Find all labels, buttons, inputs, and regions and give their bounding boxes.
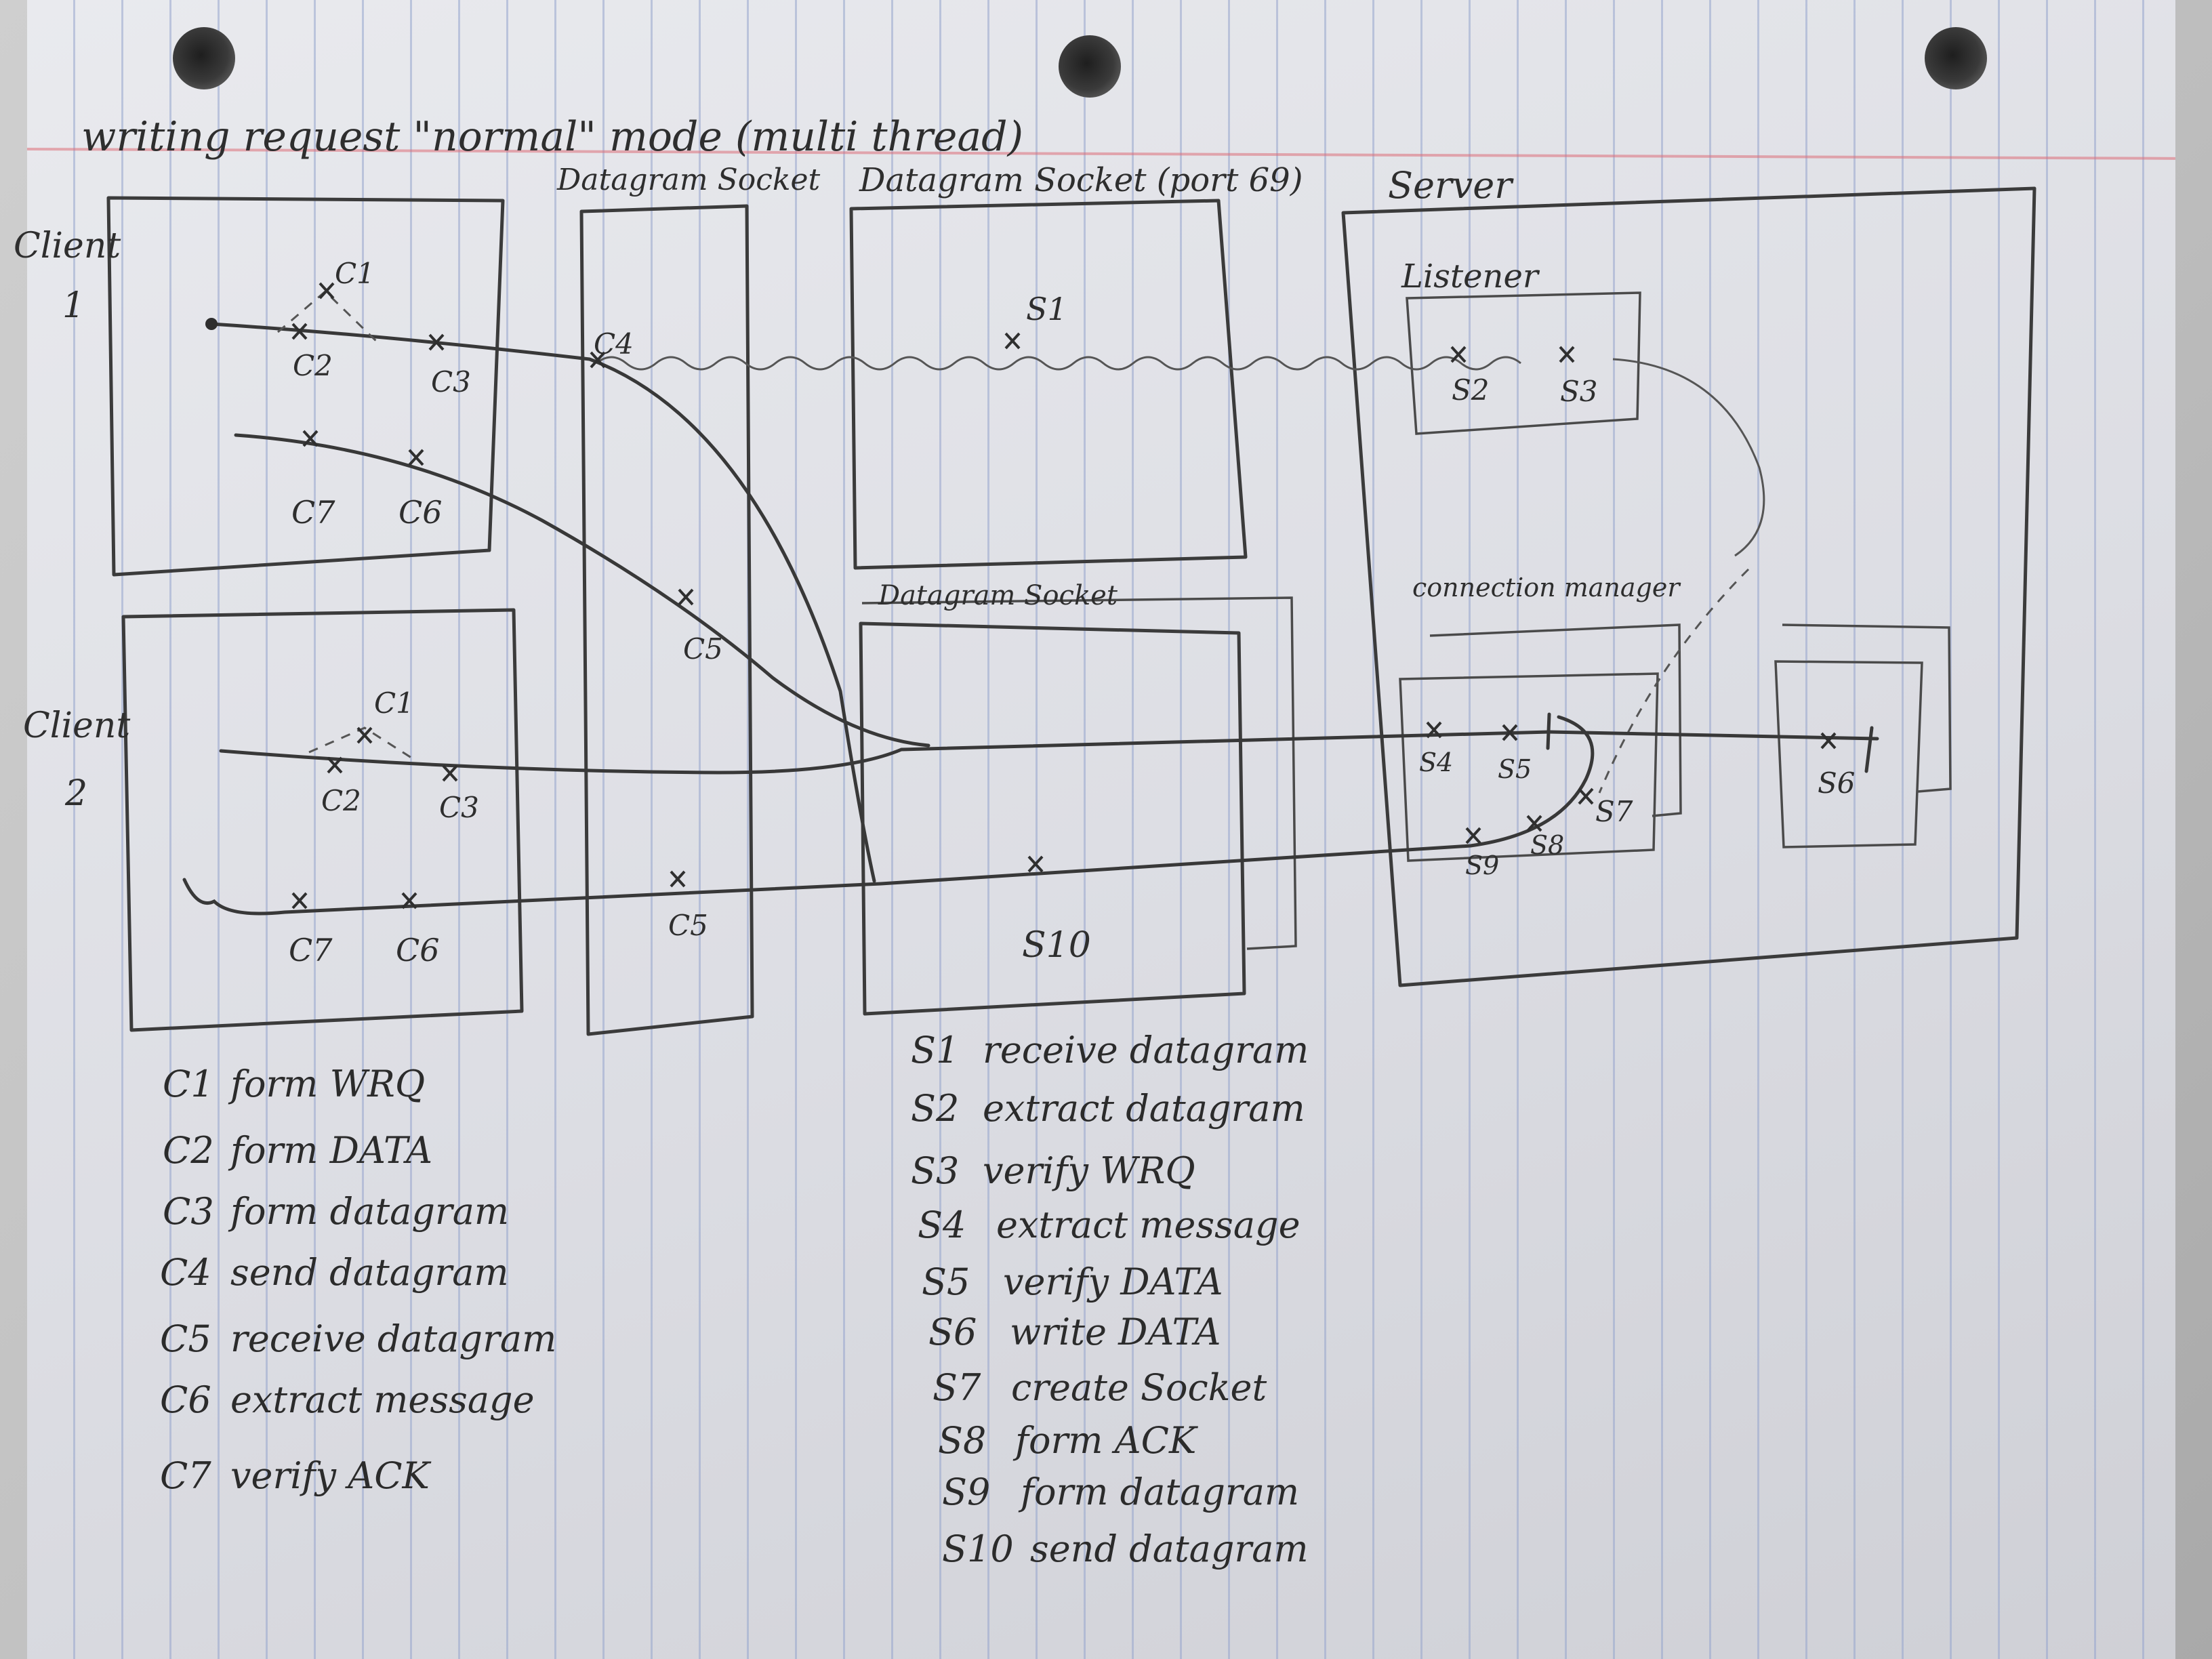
marker-s6: S6 <box>1818 766 1856 800</box>
marker-s3: S3 <box>1560 375 1598 408</box>
writer-box-back <box>1782 623 1952 793</box>
legend-s7-text: create Socket <box>1011 1366 1267 1409</box>
legend-c1-text: form WRQ <box>228 1063 425 1105</box>
legend-c5-text: receive datagram <box>230 1317 556 1360</box>
legend-s1-text: receive datagram <box>983 1029 1309 1071</box>
legend-c4-code: C4 <box>160 1251 211 1294</box>
punch-hole-middle <box>1059 35 1121 98</box>
marker-s10: S10 <box>1022 925 1091 966</box>
legend-s1-code: S1 <box>911 1029 959 1071</box>
datagram-socket-left-label: Datagram Socket <box>556 163 821 197</box>
legend-s10-code: S10 <box>942 1528 1014 1570</box>
legend-s10-text: send datagram <box>1030 1528 1309 1570</box>
marker-s5: S5 <box>1498 754 1532 784</box>
legend-s7-code: S7 <box>933 1366 981 1409</box>
legend-c7-text: verify ACK <box>230 1454 432 1497</box>
legend-s8-code: S8 <box>938 1419 986 1462</box>
legend-c1-code: C1 <box>163 1063 214 1105</box>
datagram-socket-left-box <box>579 204 754 1036</box>
marker-s1: S1 <box>1026 291 1067 327</box>
legend-s2-code: S2 <box>911 1087 959 1130</box>
writer-box <box>1774 660 1923 848</box>
legend-s4-code: S4 <box>918 1204 966 1246</box>
listener-box <box>1406 291 1641 435</box>
client1-start-dot <box>205 318 218 330</box>
connection-manager-label: connection manager <box>1412 573 1681 602</box>
legend-s9-code: S9 <box>942 1471 990 1513</box>
legend-s4-text: extract message <box>996 1204 1300 1246</box>
marker-c3-client1: C3 <box>431 365 471 398</box>
client2-label: Client <box>23 705 130 746</box>
legend-s3-text: verify WRQ <box>983 1149 1195 1192</box>
datagram-socket-port-label: Datagram Socket (port 69) <box>859 161 1303 199</box>
server-box <box>1341 186 2036 987</box>
client1-number: 1 <box>62 285 85 326</box>
legend-c3-text: form datagram <box>228 1190 509 1233</box>
marker-c1-client2: C1 <box>374 687 414 720</box>
legend-s9-text: form datagram <box>1018 1471 1299 1513</box>
c1-branch-client2 <box>308 726 414 760</box>
punch-hole-right <box>1925 27 1987 89</box>
client-legend: C1 form WRQ C2 form DATA C3 form datagra… <box>160 1063 556 1497</box>
marker-s4: S4 <box>1419 747 1453 777</box>
legend-c5-code: C5 <box>160 1317 211 1360</box>
legend-c4-text: send datagram <box>230 1251 509 1294</box>
legend-s5-code: S5 <box>922 1261 970 1303</box>
legend-s6-text: write DATA <box>1010 1311 1221 1353</box>
legend-s2-text: extract datagram <box>983 1087 1305 1130</box>
legend-c6-code: C6 <box>160 1378 211 1421</box>
legend-c3-code: C3 <box>163 1190 214 1233</box>
marker-c4: C4 <box>594 327 634 361</box>
marker-s9: S9 <box>1465 851 1499 880</box>
s5-end-mark <box>1546 712 1551 750</box>
marker-crosses <box>291 282 1837 909</box>
legend-c2-text: form DATA <box>228 1129 432 1172</box>
punch-hole-left <box>173 27 235 89</box>
client2-box <box>121 608 524 1032</box>
marker-c6-client2: C6 <box>396 932 439 968</box>
client1-box <box>106 196 505 577</box>
client1-request-line <box>209 322 876 883</box>
listener-label: Listener <box>1401 258 1540 295</box>
marker-s7: S7 <box>1595 795 1633 828</box>
notebook-paper <box>27 0 2175 1659</box>
c1-branch <box>277 289 381 346</box>
marker-c6-client1: C6 <box>398 494 442 531</box>
datagram-socket-port-box <box>849 199 1248 570</box>
client2-request-line <box>219 730 1879 775</box>
legend-c7-code: C7 <box>160 1454 211 1497</box>
datagram-socket-mid-back <box>861 596 1297 950</box>
create-socket-link <box>1598 568 1750 794</box>
legend-c6-text: extract message <box>230 1378 535 1421</box>
marker-c5-lower: C5 <box>668 909 708 942</box>
marker-c5-upper: C5 <box>683 632 723 665</box>
datagram-socket-mid-label: Datagram Socket <box>878 580 1118 611</box>
marker-c3-client2: C3 <box>439 791 479 824</box>
s6-end-mark <box>1864 726 1874 773</box>
diagram-title: writing request "normal" mode (multi thr… <box>81 113 1023 161</box>
marker-c2-client2: C2 <box>321 784 361 817</box>
marker-s8: S8 <box>1530 830 1564 860</box>
marker-c7-client2: C7 <box>289 932 333 968</box>
server-legend: S1 receive datagram S2 extract datagram … <box>911 1029 1309 1570</box>
marker-s2: S2 <box>1452 373 1490 407</box>
legend-s3-code: S3 <box>911 1149 959 1192</box>
client1-ack-line <box>234 433 930 747</box>
marker-c2-client1: C2 <box>293 349 333 382</box>
marker-c7-client1: C7 <box>291 494 335 531</box>
client2-ack-line <box>182 715 1595 916</box>
legend-s8-text: form ACK <box>1012 1419 1198 1462</box>
client2-number: 2 <box>64 773 87 814</box>
legend-s5-text: verify DATA <box>1003 1261 1223 1303</box>
connection-manager-box <box>1399 672 1659 862</box>
marker-c1-client1: C1 <box>335 257 375 290</box>
legend-s6-code: S6 <box>928 1311 977 1353</box>
connection-manager-back <box>1429 623 1682 817</box>
client1-label: Client <box>14 226 121 266</box>
request-flow-wavy <box>596 356 1765 557</box>
legend-c2-code: C2 <box>163 1129 214 1172</box>
server-label: Server <box>1388 164 1514 207</box>
